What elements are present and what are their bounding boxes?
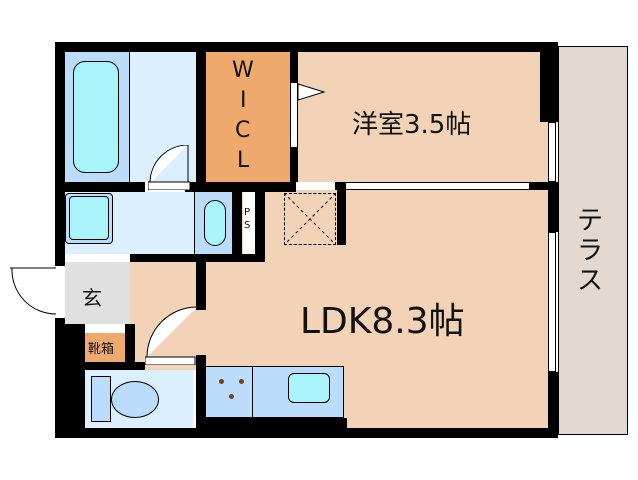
toilet-tank xyxy=(91,376,111,422)
entrance xyxy=(65,262,130,324)
wall-hatch xyxy=(337,190,346,245)
wic-room xyxy=(206,52,290,182)
wall-room-ldk-2 xyxy=(530,182,558,190)
washing-machine xyxy=(204,200,226,246)
wall-toilet-top xyxy=(65,362,145,370)
stove-divider xyxy=(252,366,253,418)
window-ldk xyxy=(548,232,556,372)
window-room xyxy=(548,122,556,182)
burner-icon xyxy=(219,379,224,384)
western-room xyxy=(298,52,548,182)
wall-kitchen-bottom xyxy=(205,418,347,428)
burner-icon xyxy=(229,394,234,399)
shoe-cabinet-label: 靴箱 xyxy=(88,342,115,357)
front-door-icon xyxy=(10,267,57,315)
ps-label-p: P xyxy=(244,207,251,218)
ps-label-s: S xyxy=(244,220,251,231)
wall-wash-hall xyxy=(130,254,265,262)
shoe-cabinet xyxy=(85,333,125,362)
bath-door-icon xyxy=(148,145,190,190)
hall-door-icon xyxy=(145,306,198,365)
bathtub xyxy=(73,61,119,173)
entrance-label: 玄 xyxy=(82,286,102,310)
wic-door xyxy=(290,82,298,148)
burner-icon xyxy=(239,379,244,384)
hatch-cross-icon xyxy=(284,193,336,245)
sliding-door-room xyxy=(345,182,530,190)
wall-entrance xyxy=(65,324,85,428)
ldk-label: LDK8.3帖 xyxy=(300,301,465,342)
wall-left xyxy=(55,42,65,266)
terrace xyxy=(558,46,628,435)
wall-right-top xyxy=(540,42,558,122)
wall-hall-ldk xyxy=(196,262,206,310)
wall-shoe xyxy=(125,324,135,370)
wall-bath-wash xyxy=(65,182,145,192)
wall-right-low xyxy=(548,372,558,438)
terrace-label-2: ラ xyxy=(577,236,604,266)
toilet-bowl xyxy=(111,381,159,418)
pipe-space xyxy=(243,192,255,254)
terrace-label-3: ス xyxy=(577,266,604,296)
wall-left-lower xyxy=(55,318,65,438)
kitchen-sink xyxy=(288,373,330,403)
wall-bottom xyxy=(55,428,558,438)
wall-right-mid xyxy=(548,182,558,232)
wall-ps xyxy=(232,192,242,262)
wic-label-i: I xyxy=(240,88,247,113)
washbasin xyxy=(69,196,109,240)
wall-bath-wic xyxy=(196,42,206,190)
wall-room-ldk xyxy=(335,182,345,190)
wic-label-c: C xyxy=(235,118,251,143)
terrace-label-1: テ xyxy=(577,206,604,236)
wic-door-swing-icon xyxy=(298,83,326,101)
storage-hatch xyxy=(284,193,336,245)
wic-label-w: W xyxy=(232,58,254,83)
wall-bath-wash-2 xyxy=(185,182,296,192)
wall-top xyxy=(55,42,558,52)
wic-label-l: L xyxy=(237,148,250,173)
wall-hall-ldk-2 xyxy=(196,355,206,438)
wall-ps-right xyxy=(255,192,265,262)
western-room-label: 洋室3.5帖 xyxy=(352,110,472,140)
